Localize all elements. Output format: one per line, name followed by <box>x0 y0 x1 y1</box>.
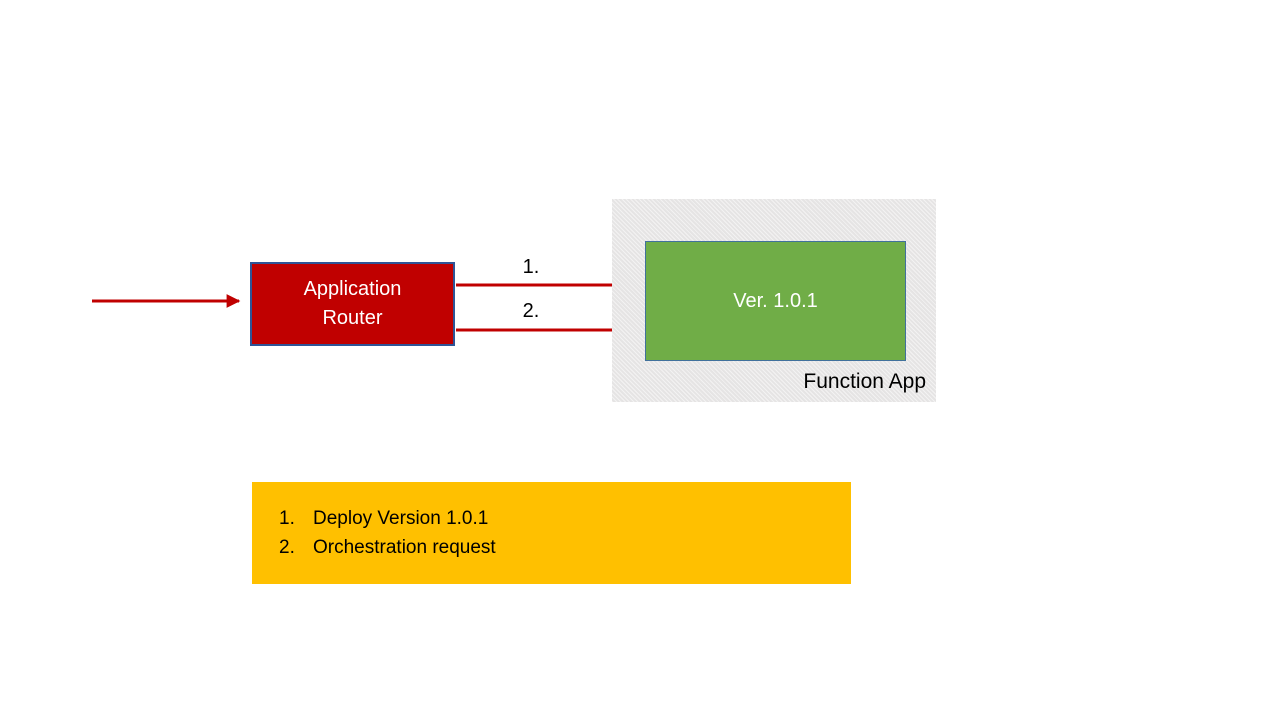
legend-box: 1. Deploy Version 1.0.1 2. Orchestration… <box>252 482 851 584</box>
legend-item-number: 2. <box>279 537 295 558</box>
arrow-label-2: 2. <box>522 300 540 322</box>
legend-item-text: Deploy Version 1.0.1 <box>313 508 489 529</box>
legend-item: 1. Deploy Version 1.0.1 <box>252 504 851 533</box>
legend-item: 2. Orchestration request <box>252 533 851 562</box>
function-app-label: Function App <box>803 370 926 393</box>
arrow-label-1: 1. <box>522 256 540 278</box>
legend-item-number: 1. <box>279 508 295 529</box>
legend-item-text: Orchestration request <box>313 537 496 558</box>
application-router-label: Application Router <box>303 278 402 329</box>
application-router-node: Application Router <box>250 262 455 346</box>
version-node: Ver. 1.0.1 <box>645 241 906 361</box>
version-label: Ver. 1.0.1 <box>733 289 818 312</box>
